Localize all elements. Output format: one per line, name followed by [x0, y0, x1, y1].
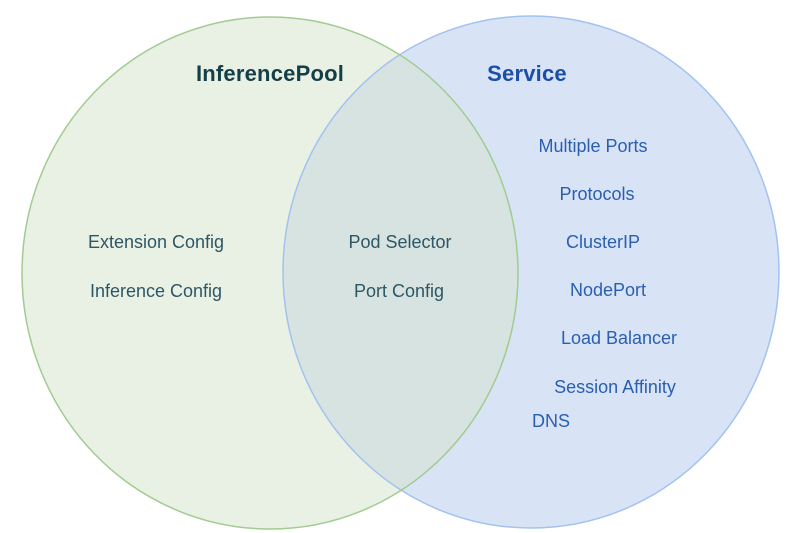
right-item-multiple-ports: Multiple Ports: [538, 136, 648, 156]
left-item-inference-config: Inference Config: [89, 281, 223, 301]
service-circle-outline: [282, 15, 780, 529]
inferencepool-circle-outline: [21, 16, 519, 530]
inferencepool-title: InferencePool: [195, 61, 345, 86]
left-item-extension-config: Extension Config: [87, 232, 225, 252]
right-item-load-balancer: Load Balancer: [560, 328, 678, 348]
service-title: Service: [487, 61, 567, 86]
right-item-nodeport: NodePort: [569, 280, 647, 300]
overlap-item-pod-selector: Pod Selector: [348, 232, 452, 252]
inferencepool-circle-fill: [22, 17, 518, 529]
right-item-session-affinity: Session Affinity: [554, 377, 676, 397]
overlap-item-port-config: Port Config: [353, 281, 445, 301]
right-item-clusterip: ClusterIP: [565, 232, 641, 252]
right-item-protocols: Protocols: [559, 184, 635, 204]
right-item-dns: DNS: [531, 411, 571, 431]
